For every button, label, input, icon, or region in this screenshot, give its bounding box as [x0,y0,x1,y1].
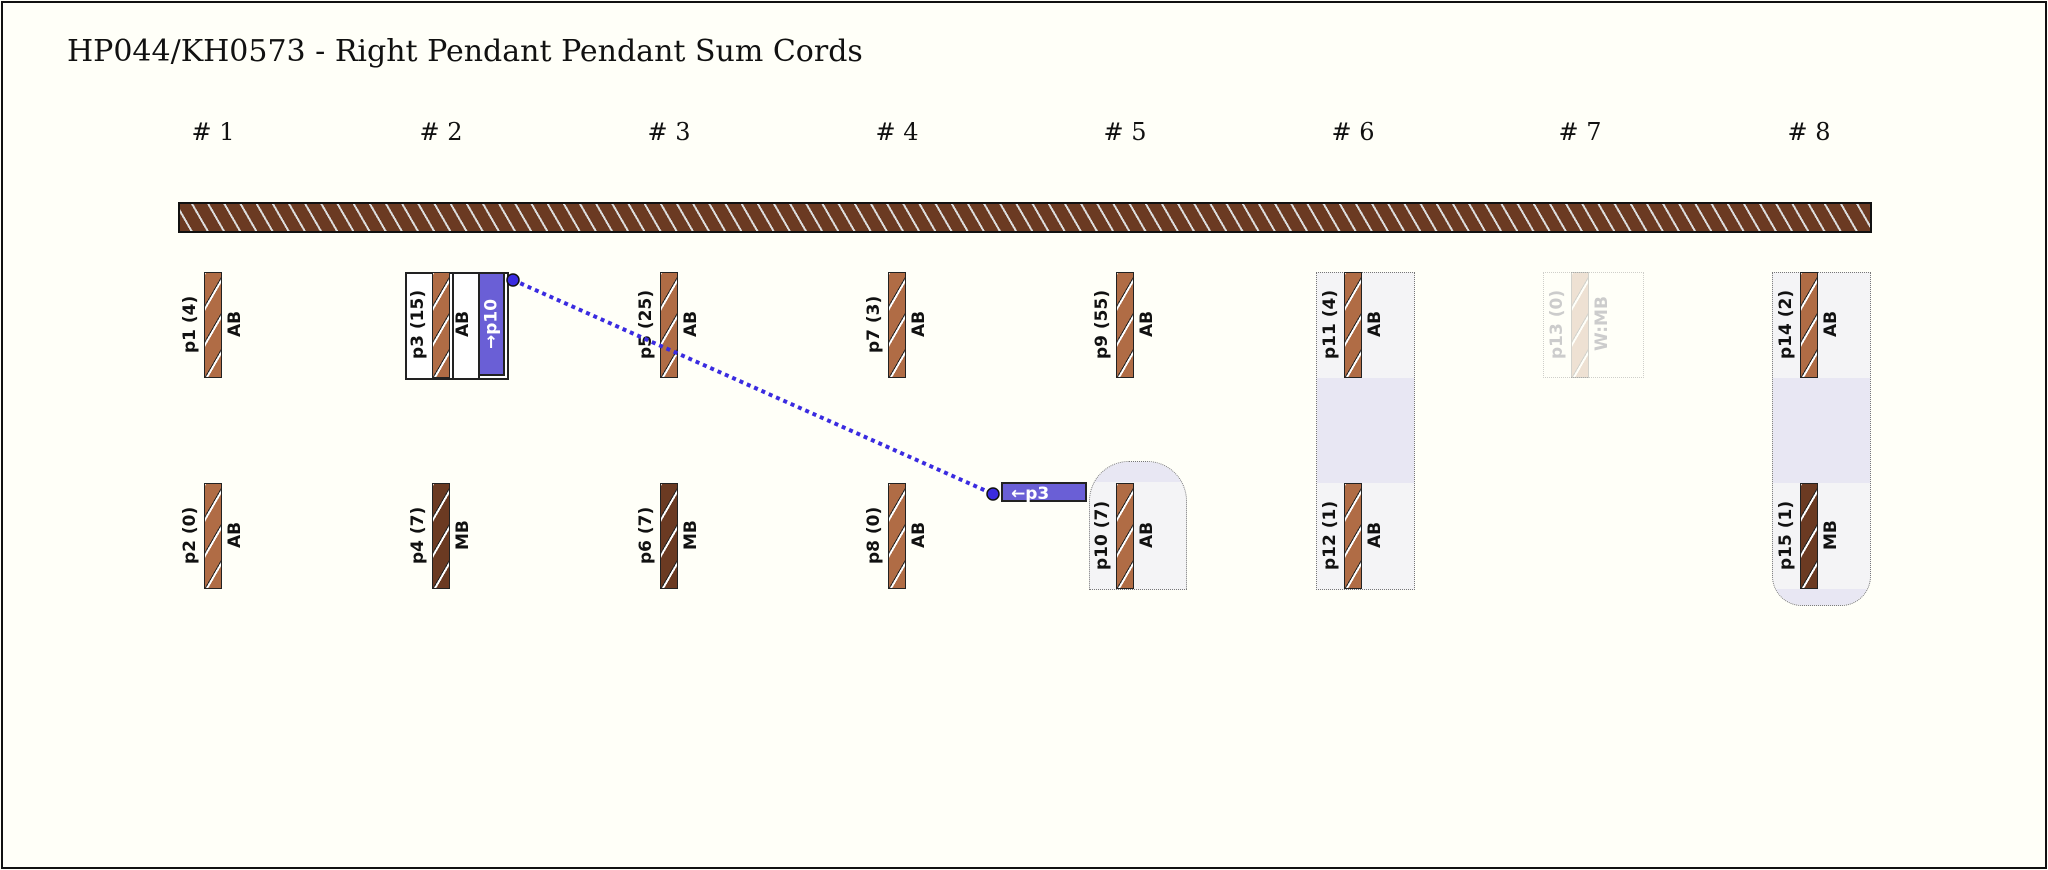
pendant-cord[interactable] [1116,483,1134,589]
pendant-cord[interactable] [1344,272,1362,378]
group-label: # 4 [875,118,919,146]
link-endpoint-p3 [506,273,520,287]
group-label: # 5 [1103,118,1147,146]
group-label: # 3 [647,118,691,146]
pendant-cord[interactable] [1571,272,1589,378]
pendant-cord[interactable] [204,272,222,378]
pendant-cord[interactable] [660,483,678,589]
pendant-cord[interactable] [888,483,906,589]
pendant-cord[interactable] [888,272,906,378]
link-endpoint-p10 [986,487,1000,501]
pendant-cord[interactable] [432,483,450,589]
group-label: # 8 [1787,118,1831,146]
pendant-cord[interactable] [660,272,678,378]
page-title: HP044/KH0573 - Right Pendant Pendant Sum… [67,34,863,69]
pendant-cord[interactable] [1116,272,1134,378]
sum-group-box-p14-p15 [1772,272,1871,606]
pendant-cord[interactable] [1344,483,1362,589]
group-label: # 6 [1331,118,1375,146]
sum-group-box-p13 [1543,272,1644,378]
pendant-cord[interactable] [432,272,450,378]
sum-group-box-p10 [1089,461,1187,590]
pendant-cord[interactable] [1800,272,1818,378]
group-label: # 7 [1558,118,1602,146]
group-label: # 2 [419,118,463,146]
group-label: # 1 [191,118,235,146]
pendant-cord[interactable] [1800,483,1818,589]
pendant-cord[interactable] [204,483,222,589]
sum-group-box-p11-p12 [1316,272,1415,590]
link-from-p3[interactable]: ←p3 [1001,482,1087,504]
primary-cord [178,202,1872,233]
